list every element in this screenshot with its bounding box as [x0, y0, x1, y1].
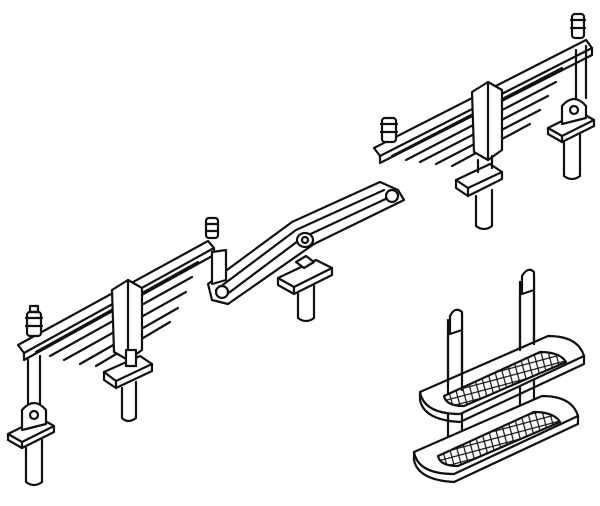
right-leaf-spring — [372, 12, 594, 168]
equalizer-bar — [206, 180, 406, 306]
step-assembly — [412, 268, 586, 484]
left-center-hanger — [102, 348, 154, 423]
right-center-hanger — [454, 154, 504, 231]
left-end-post — [6, 354, 56, 487]
left-leaf-spring — [16, 216, 220, 368]
center-hanger — [276, 254, 334, 323]
right-end-post — [546, 44, 596, 181]
